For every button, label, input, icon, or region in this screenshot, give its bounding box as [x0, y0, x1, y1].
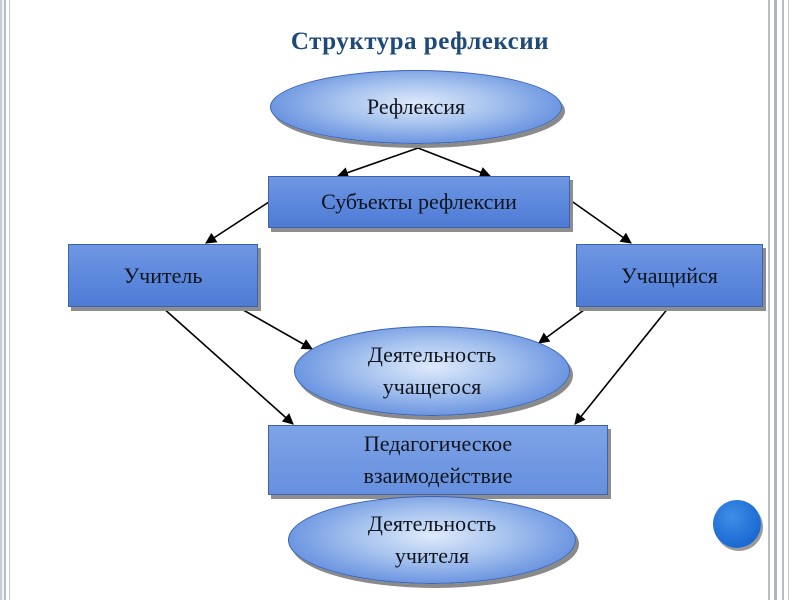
- node-reflection-label: Рефлексия: [366, 94, 466, 119]
- accent-dot-icon: [713, 500, 761, 548]
- node-subjects: Субъекты рефлексии: [268, 176, 570, 228]
- arrow-reflection-to-subjects-right: [417, 147, 492, 178]
- node-student-label: Учащийся: [621, 262, 718, 288]
- arrow-student-to-student-activity: [538, 306, 589, 344]
- node-interaction: Педагогическое взаимодействие: [268, 425, 608, 495]
- node-student-activity-label: Деятельность учащегося: [367, 342, 497, 399]
- node-reflection: Рефлексия: [270, 70, 562, 144]
- slide-frame-right: [766, 0, 800, 600]
- node-teacher-activity-label: Деятельность учителя: [367, 511, 497, 568]
- arrow-reflection-to-subjects-left: [336, 147, 419, 178]
- node-student: Учащийся: [576, 244, 763, 307]
- node-teacher-activity: Деятельность учителя: [288, 496, 576, 584]
- arrow-teacher-to-interaction: [161, 306, 294, 425]
- arrow-subjects-to-student: [569, 199, 632, 244]
- arrow-student-to-interaction: [574, 306, 670, 425]
- node-student-activity: Деятельность учащегося: [294, 326, 570, 416]
- node-teacher: Учитель: [68, 244, 258, 307]
- node-teacher-label: Учитель: [123, 262, 203, 288]
- node-subjects-label: Субъекты рефлексии: [321, 189, 517, 214]
- arrow-teacher-to-student-activity: [237, 306, 313, 350]
- arrow-subjects-to-teacher: [205, 199, 273, 244]
- slide-title: Структура рефлексии: [290, 28, 550, 55]
- slide-frame-left: [0, 0, 14, 600]
- node-interaction-label: Педагогическое взаимодействие: [363, 431, 513, 488]
